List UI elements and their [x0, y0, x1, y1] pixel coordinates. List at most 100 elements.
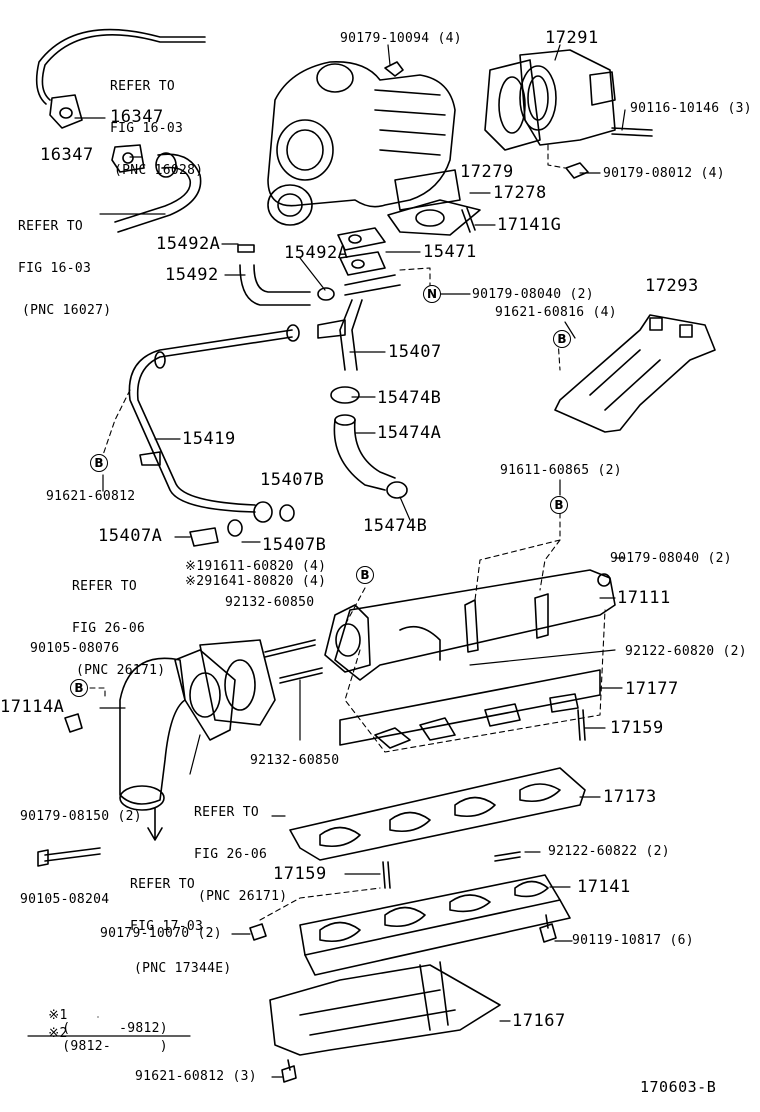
oil-feed-pipe-15419	[128, 324, 300, 523]
part-label: 17159	[273, 864, 327, 884]
part-label: 90119-10817 (6)	[572, 933, 694, 948]
part-label: 17141G	[497, 215, 562, 235]
legend-range: (9812- )	[62, 1039, 168, 1054]
refer-fig26-06-b: REFER TO FIG 26-06 (PNC 26171)	[194, 778, 287, 918]
nut-90179-10070	[249, 923, 267, 941]
part-label: 91621-60812	[46, 489, 136, 504]
stud-17141G	[461, 207, 476, 233]
part-label: 90105-08204	[20, 892, 110, 907]
refer-line: REFER TO	[130, 877, 196, 892]
part-label: 91621-60812 (3)	[135, 1069, 257, 1084]
refer-line: FIG 16-03	[110, 121, 184, 136]
arrow-to-fig17-03	[147, 807, 163, 841]
callout-b: B	[553, 330, 571, 348]
gasket-15407B	[227, 504, 295, 537]
dashed-reference-lines	[89, 144, 606, 921]
part-label: 90179-08012 (4)	[603, 166, 725, 181]
gasket-16347-a	[49, 94, 83, 129]
part-label: 90179-08040 (2)	[472, 287, 594, 302]
part-label: 17114A	[0, 697, 65, 717]
hose-15492	[237, 244, 311, 306]
clamp-15492A	[317, 287, 335, 301]
part-label: 17141	[577, 877, 631, 897]
nut-90179-08150	[64, 713, 83, 733]
part-label: 15492	[165, 265, 219, 285]
leader-lines	[74, 44, 626, 1078]
exhaust-manifold-17141	[299, 874, 571, 976]
part-label: ※291641-80820 (4)	[185, 574, 327, 589]
part-label: 15474A	[377, 423, 442, 443]
legend-mark: ※2	[48, 1026, 68, 1041]
stud-92132-60850-lower	[279, 667, 323, 684]
part-label: 16347	[110, 107, 164, 127]
refer-fig16-03-a: REFER TO FIG 16-03 (PNC 16028)	[110, 52, 203, 192]
stud-90116-10146	[611, 127, 653, 137]
clamp-15474B	[330, 386, 360, 404]
refer-line: FIG 17-03	[130, 919, 204, 934]
part-label: 92122-60820 (2)	[625, 644, 747, 659]
stud-92132-60850-upper	[264, 639, 316, 658]
legend-row-2: ※2 (9812- )	[32, 1014, 168, 1053]
legend-row-1: ※1 ( -9812)	[32, 996, 168, 1035]
part-label: ※191611-60820 (4)	[185, 559, 327, 574]
gasket-17177	[339, 669, 601, 749]
callout-b: B	[90, 454, 108, 472]
part-label: 17278	[493, 183, 547, 203]
callout-b: B	[70, 679, 88, 697]
part-label: 17173	[603, 787, 657, 807]
callout-b: B	[550, 496, 568, 514]
refer-fig17-03: REFER TO FIG 17-03 (PNC 17344E)	[130, 850, 232, 990]
legend-mark: ※1	[48, 1008, 68, 1023]
gasket-16347-b	[111, 144, 145, 173]
bolt-90119-10817	[539, 914, 557, 943]
part-label: 90179-08040 (2)	[610, 551, 732, 566]
part-label: 90116-10146 (3)	[630, 101, 752, 116]
gasket-15471	[337, 227, 386, 276]
part-label: 16347	[40, 145, 94, 165]
exhaust-manifold-17111	[324, 569, 616, 681]
gasket-17279	[484, 59, 541, 151]
refer-line: FIG 26-06	[194, 847, 268, 862]
part-label: 90179-10070 (2)	[100, 926, 222, 941]
refer-line: FIG 16-03	[18, 261, 92, 276]
part-label: 17111	[617, 588, 671, 608]
part-label: 17291	[545, 28, 599, 48]
part-label: 90105-08076	[30, 641, 120, 656]
refer-line: (PNC 17344E)	[134, 961, 232, 976]
part-label: 90179-08150 (2)	[20, 809, 142, 824]
nut-90179-08012	[565, 162, 589, 179]
bolt-91621-60812-lower	[281, 1059, 297, 1083]
part-label: 90179-10094 (4)	[340, 31, 462, 46]
part-label: 92132-60850	[250, 753, 340, 768]
heat-shield-17167	[269, 961, 501, 1056]
bracket-17293	[554, 314, 716, 433]
part-label: 15492A	[156, 234, 221, 254]
bolt-90179-10094	[384, 61, 404, 77]
refer-line: FIG 26-06	[72, 621, 146, 636]
part-label: 91621-60816 (4)	[495, 305, 617, 320]
part-label: 17159	[610, 718, 664, 738]
turbocharger	[267, 61, 461, 226]
water-pipe-16027	[114, 152, 202, 233]
hose-15474A	[333, 414, 396, 491]
part-label: 15474B	[377, 388, 442, 408]
refer-line: REFER TO	[194, 805, 260, 820]
callout-b: B	[356, 566, 374, 584]
bolt-15407A	[189, 527, 219, 547]
upper-oil-pipe	[35, 28, 206, 105]
stud-17159-lower	[382, 861, 391, 889]
part-label: 91611-60865 (2)	[500, 463, 622, 478]
part-label: 15492A	[284, 243, 349, 263]
clamp-15474B-lower	[386, 481, 408, 499]
diagram-id: 170603-B	[640, 1078, 717, 1096]
legend-range: ( -9812)	[62, 1021, 168, 1036]
refer-line: REFER TO	[110, 79, 176, 94]
oil-return-pipe-15407	[317, 274, 401, 371]
part-label: 92132-60850	[225, 595, 315, 610]
refer-fig26-06-a: REFER TO FIG 26-06 (PNC 26171)	[72, 552, 165, 692]
part-label: 15471	[423, 242, 477, 262]
bolt-90105-08204	[37, 847, 101, 867]
refer-line: REFER TO	[72, 579, 138, 594]
